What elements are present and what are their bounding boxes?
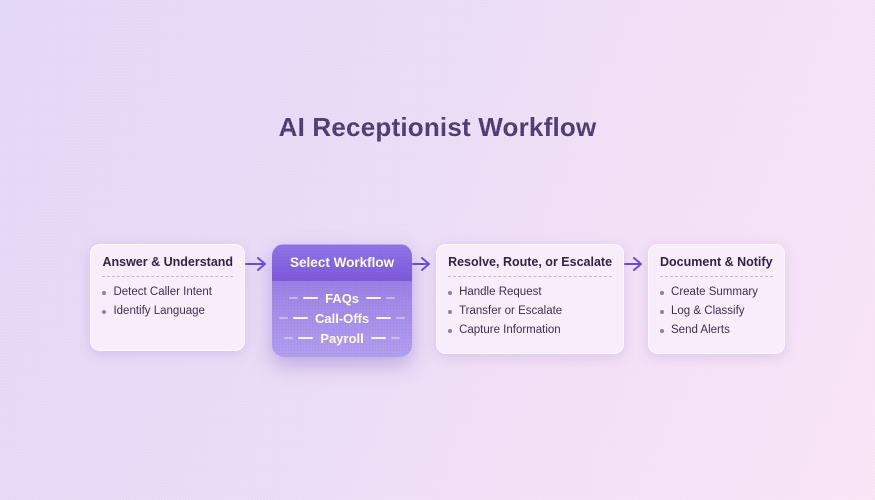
list-item: Transfer or Escalate xyxy=(448,304,612,319)
arrow-right-icon xyxy=(245,257,267,271)
list-item-label: FAQs xyxy=(325,290,360,306)
divider xyxy=(102,276,234,277)
workflow-step-card-select-workflow: Select Workflow FAQs Call-Offs xyxy=(272,244,413,357)
bullet-icon xyxy=(102,310,107,314)
divider xyxy=(660,276,773,277)
bullet-icon xyxy=(448,291,453,295)
step-title: Select Workflow xyxy=(272,244,413,281)
list-item-label: Create Summary xyxy=(671,286,758,298)
list-item: Call-Offs xyxy=(278,308,406,328)
list-item-label: Log & Classify xyxy=(671,305,745,317)
list-item-label: Payroll xyxy=(320,330,364,346)
list-item-label: Detect Caller Intent xyxy=(113,286,212,298)
dash-decoration xyxy=(292,317,308,319)
bullet-icon xyxy=(448,329,453,333)
arrow-right-icon xyxy=(624,257,643,271)
list-item: Detect Caller Intent xyxy=(102,285,233,300)
arrow-right-icon xyxy=(412,257,431,271)
list-item-label: Call-Offs xyxy=(314,310,370,326)
list-item-label: Identify Language xyxy=(113,305,205,317)
workflow-row: Answer & Understand Detect Caller Intent… xyxy=(0,244,875,357)
step-title: Document & Notify xyxy=(660,255,773,269)
dash-decoration xyxy=(284,337,294,339)
list-item: FAQs xyxy=(280,288,404,308)
step-title: Answer & Understand xyxy=(102,255,234,269)
workflow-step-card-document-notify: Document & Notify Create Summary Log & C… xyxy=(648,244,785,354)
list-item: Capture Information xyxy=(448,323,612,338)
dash-decoration xyxy=(386,297,396,299)
list-item-label: Send Alerts xyxy=(671,324,730,336)
dash-decoration xyxy=(370,337,386,339)
list-item: Payroll xyxy=(280,328,404,348)
dash-decoration xyxy=(298,337,314,339)
dash-decoration xyxy=(289,297,299,299)
list-item: Log & Classify xyxy=(660,304,773,319)
list-item: Identify Language xyxy=(102,304,233,319)
divider xyxy=(448,276,613,277)
dash-decoration xyxy=(278,317,288,319)
bullet-icon xyxy=(102,291,107,295)
bullet-icon xyxy=(660,310,665,314)
step-title: Resolve, Route, or Escalate xyxy=(448,255,613,269)
list-item: Create Summary xyxy=(660,285,773,300)
bullet-icon xyxy=(448,310,453,314)
step-item-list: Detect Caller Intent Identify Language xyxy=(102,285,233,319)
workflow-step-card-answer-understand: Answer & Understand Detect Caller Intent… xyxy=(90,244,246,351)
step-item-list: Handle Request Transfer or Escalate Capt… xyxy=(448,285,612,338)
dash-decoration xyxy=(303,297,319,299)
dash-decoration xyxy=(376,317,392,319)
list-item-label: Handle Request xyxy=(459,286,542,298)
list-item-label: Transfer or Escalate xyxy=(459,305,563,317)
step-item-list: Create Summary Log & Classify Send Alert… xyxy=(660,285,773,338)
step-item-list: FAQs Call-Offs Payroll xyxy=(272,281,413,357)
page-title: AI Receptionist Workflow xyxy=(278,112,597,142)
dash-decoration xyxy=(390,337,400,339)
bullet-icon xyxy=(660,291,665,295)
dash-decoration xyxy=(396,317,406,319)
workflow-step-card-resolve-route-escalate: Resolve, Route, or Escalate Handle Reque… xyxy=(436,244,625,354)
list-item-label: Capture Information xyxy=(459,324,561,336)
bullet-icon xyxy=(660,329,665,333)
list-item: Handle Request xyxy=(448,285,612,300)
list-item: Send Alerts xyxy=(660,323,773,338)
dash-decoration xyxy=(366,297,382,299)
